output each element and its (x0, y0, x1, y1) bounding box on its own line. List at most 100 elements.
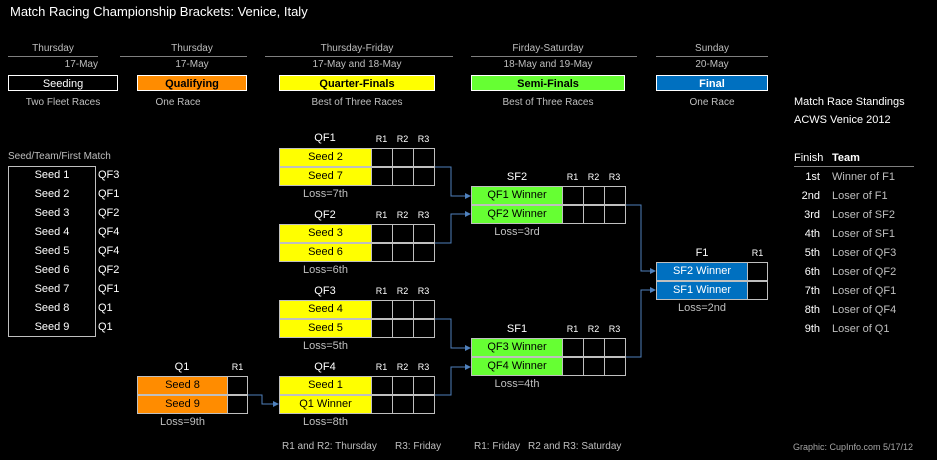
score-cell (604, 357, 626, 376)
match-title-q1: Q1 (174, 361, 190, 373)
score-cell (371, 319, 393, 338)
standings-subtitle: ACWS Venice 2012 (794, 114, 891, 126)
first-match: QF4 (98, 226, 120, 238)
race-label: R2 (396, 286, 409, 296)
score-cell (562, 205, 584, 224)
final-day: Sunday (695, 43, 729, 54)
score-cell (392, 167, 414, 186)
race-label: R2 (396, 134, 409, 144)
score-cell (413, 300, 435, 319)
finish-team: Loser of SF2 (832, 209, 895, 221)
race-label: R3 (417, 210, 430, 220)
sf-schedule-note: R1: Friday (474, 441, 521, 452)
score-cell (747, 262, 768, 281)
score-cell (371, 243, 393, 262)
seed-name: Seed 4 (34, 226, 70, 238)
finish-position: 6th (804, 266, 820, 278)
qf-date: 17-May and 18-May (312, 59, 402, 70)
team-cell: Q1 Winner (279, 395, 372, 414)
score-cell (583, 186, 605, 205)
qualifying-day: Thursday (171, 43, 213, 54)
match-title-sf1: SF1 (506, 323, 528, 335)
team-cell: Seed 7 (279, 167, 372, 186)
team-cell: QF1 Winner (471, 186, 563, 205)
race-label: R2 (587, 172, 600, 182)
race-label: R3 (608, 324, 621, 334)
finish-position: 3rd (804, 209, 820, 221)
loss-label: Loss=5th (303, 340, 348, 352)
match-title-sf2: SF2 (506, 171, 528, 183)
score-cell (604, 338, 626, 357)
divider (120, 56, 247, 57)
score-cell (392, 300, 414, 319)
race-label: R2 (587, 324, 600, 334)
seeding-day: Thursday (32, 43, 74, 54)
finish-position: 9th (804, 323, 820, 335)
connector-qf3 (434, 318, 471, 351)
score-cell (227, 376, 248, 395)
final-note: One Race (689, 97, 735, 108)
finish-position: 2nd (801, 190, 820, 202)
stage-final: Final (656, 75, 768, 91)
seed-table-header: Seed/Team/First Match (8, 151, 111, 162)
finish-position: 7th (804, 285, 820, 297)
finish-team: Loser of SF1 (832, 228, 895, 240)
race-label: R1 (375, 362, 388, 372)
team-cell: Seed 2 (279, 148, 372, 167)
standings-header-team: Team (832, 152, 860, 164)
score-cell (562, 338, 584, 357)
finish-team: Loser of QF1 (832, 285, 897, 297)
first-match: QF3 (98, 169, 120, 181)
race-label: R2 (396, 362, 409, 372)
finish-team: Loser of QF4 (832, 304, 897, 316)
team-cell: Seed 9 (137, 395, 228, 414)
match-title-qf1: QF1 (314, 132, 336, 144)
score-cell (413, 148, 435, 167)
sf-date: 18-May and 19-May (503, 59, 593, 70)
score-cell (413, 224, 435, 243)
score-cell (371, 300, 393, 319)
first-match: QF4 (98, 245, 120, 257)
divider (656, 56, 768, 57)
standings-title: Match Race Standings (794, 96, 905, 108)
first-match: QF2 (98, 264, 120, 276)
finish-team: Loser of QF3 (832, 247, 897, 259)
match-title-qf4: QF4 (314, 361, 336, 373)
finish-position: 5th (804, 247, 820, 259)
race-label: R3 (417, 134, 430, 144)
first-match: Q1 (98, 321, 113, 333)
qf-schedule-note: R1 and R2: Thursday (282, 441, 377, 452)
match-title-qf3: QF3 (314, 285, 336, 297)
team-cell: Seed 1 (279, 376, 372, 395)
score-cell (583, 338, 605, 357)
team-cell: Seed 6 (279, 243, 372, 262)
connector-qf2 (434, 211, 471, 244)
divider (8, 56, 98, 57)
team-cell: SF2 Winner (656, 262, 748, 281)
score-cell (583, 357, 605, 376)
page-title: Match Racing Championship Brackets: Veni… (10, 4, 308, 19)
score-cell (392, 148, 414, 167)
first-match: Q1 (98, 302, 113, 314)
loss-label: Loss=6th (303, 264, 348, 276)
connector-qf1 (434, 166, 471, 199)
qualifying-note: One Race (155, 97, 201, 108)
score-cell (392, 224, 414, 243)
loss-label: Loss=3rd (494, 226, 540, 238)
race-label: R1 (751, 248, 764, 258)
team-cell: QF3 Winner (471, 338, 563, 357)
qf-friday-note: R3: Friday (395, 441, 442, 452)
score-cell (604, 186, 626, 205)
seed-name: Seed 5 (34, 245, 70, 257)
finish-position: 8th (804, 304, 820, 316)
stage-quarter-finals: Quarter-Finals (279, 75, 435, 91)
race-label: R3 (608, 172, 621, 182)
race-label: R1 (566, 172, 579, 182)
score-cell (392, 376, 414, 395)
team-cell: Seed 4 (279, 300, 372, 319)
score-cell (413, 319, 435, 338)
team-cell: Seed 3 (279, 224, 372, 243)
match-title-f1: F1 (695, 247, 709, 259)
seed-name: Seed 8 (34, 302, 70, 314)
